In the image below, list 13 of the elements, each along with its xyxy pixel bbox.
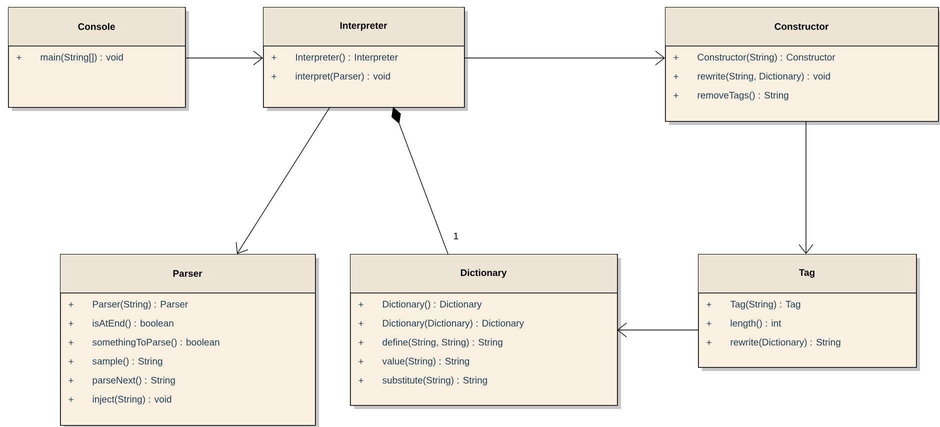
association-arrow: [236, 106, 330, 254]
association-arrow: [617, 322, 698, 338]
association-arrow: [391, 107, 448, 254]
association-arrow: [798, 120, 814, 254]
association-arrow: [464, 50, 665, 66]
class-box: Parser + Parser(String) : Parser + isAtEnd() : boolean + somethingToParse() : boolean + sample() : String + parseNext() : String + inject(String) : void: [60, 254, 319, 427]
association-arrow: [184, 50, 264, 66]
class-box: Constructor + Constructor(String) : Constructor + rewrite(String, Dictionary) : void + removeTags() : String: [664, 7, 940, 125]
multiplicity-label: 1: [452, 232, 460, 240]
class-box: Console + main(String[]) : void: [8, 7, 189, 111]
class-box: Dictionary + Dictionary() : Dictionary + Dictionary(Dictionary) : Dictionary + define(String, String) : String + value(String) : String + substitute(String) : String: [350, 254, 621, 409]
class-box: Tag + Tag(String) : Tag + length() : int + rewrite(Dictionary) : String: [698, 254, 920, 371]
class-box: Interpreter + Interpreter() : Interpreter + interpret(Parser) : void: [262, 7, 468, 111]
